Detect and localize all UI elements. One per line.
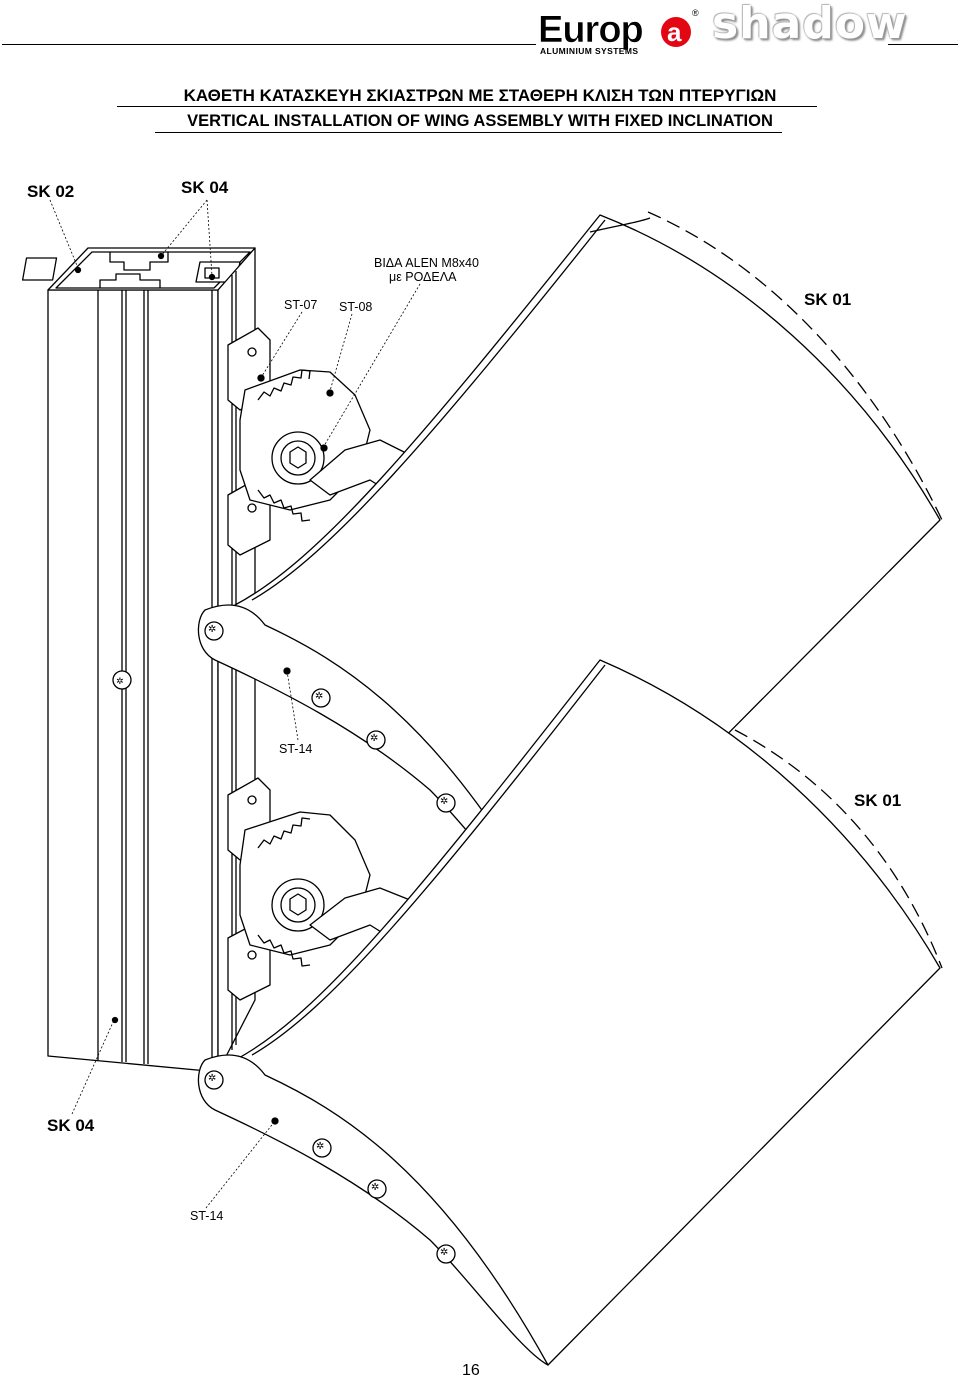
label-sk04-bottom: SK 04 xyxy=(47,1116,95,1135)
title-greek-underline xyxy=(117,106,817,107)
upper-wing xyxy=(197,214,941,916)
europa-wordmark: Europ xyxy=(538,9,643,50)
screw-icon: ✲ xyxy=(208,624,217,635)
label-bolt-line1: ΒΙΔΑ ALEN M8x40 xyxy=(374,256,479,270)
screw-icon: ✲ xyxy=(440,1247,449,1258)
title-english-underline xyxy=(155,132,782,133)
lower-bracket xyxy=(227,777,491,1001)
europa-red-a-icon xyxy=(661,17,691,47)
label-sk01-top: SK 01 xyxy=(804,290,852,309)
svg-text:a: a xyxy=(667,17,682,47)
europa-logo: Europ a xyxy=(538,4,698,56)
label-st14-mid: ST-14 xyxy=(279,742,313,756)
screw-icon: ✲ xyxy=(208,1073,217,1084)
upper-wing-dash xyxy=(647,211,943,521)
vertical-post: ✲ xyxy=(21,247,256,1073)
label-st08: ST-08 xyxy=(339,300,373,314)
label-bolt-line2: με ΡΟΔΕΛΑ xyxy=(389,270,457,284)
page-number: 16 xyxy=(462,1362,480,1379)
registered-mark: ® xyxy=(692,8,699,18)
screw-icon: ✲ xyxy=(316,1141,325,1152)
label-sk04-top: SK 04 xyxy=(181,178,229,197)
screw-icon: ✲ xyxy=(370,733,379,744)
label-st14-bottom: ST-14 xyxy=(190,1209,224,1223)
title-english: VERTICAL INSTALLATION OF WING ASSEMBLY W… xyxy=(187,112,773,130)
screw-icon: ✲ xyxy=(371,1182,380,1193)
screw-icon: ✲ xyxy=(440,796,449,807)
screw-icon: ✲ xyxy=(315,691,324,702)
label-st07: ST-07 xyxy=(284,298,318,312)
label-sk02: SK 02 xyxy=(27,182,75,201)
lower-wing-dash xyxy=(734,729,943,969)
header-rule-right xyxy=(888,44,958,45)
title-greek: ΚΑΘΕΤΗ ΚΑΤΑΣΚΕΥΗ ΣΚΙΑΣΤΡΩΝ ΜΕ ΣΤΑΘΕΡΗ ΚΛ… xyxy=(183,86,777,105)
shadow-logo: shadow xyxy=(712,0,908,49)
brand-subtitle: ALUMINIUM SYSTEMS xyxy=(540,46,639,56)
svg-text:✲: ✲ xyxy=(116,677,124,687)
header-rule-left xyxy=(2,44,536,45)
leader-lines xyxy=(49,199,421,1209)
label-sk01-mid: SK 01 xyxy=(854,791,902,810)
lower-wing xyxy=(197,659,941,1366)
